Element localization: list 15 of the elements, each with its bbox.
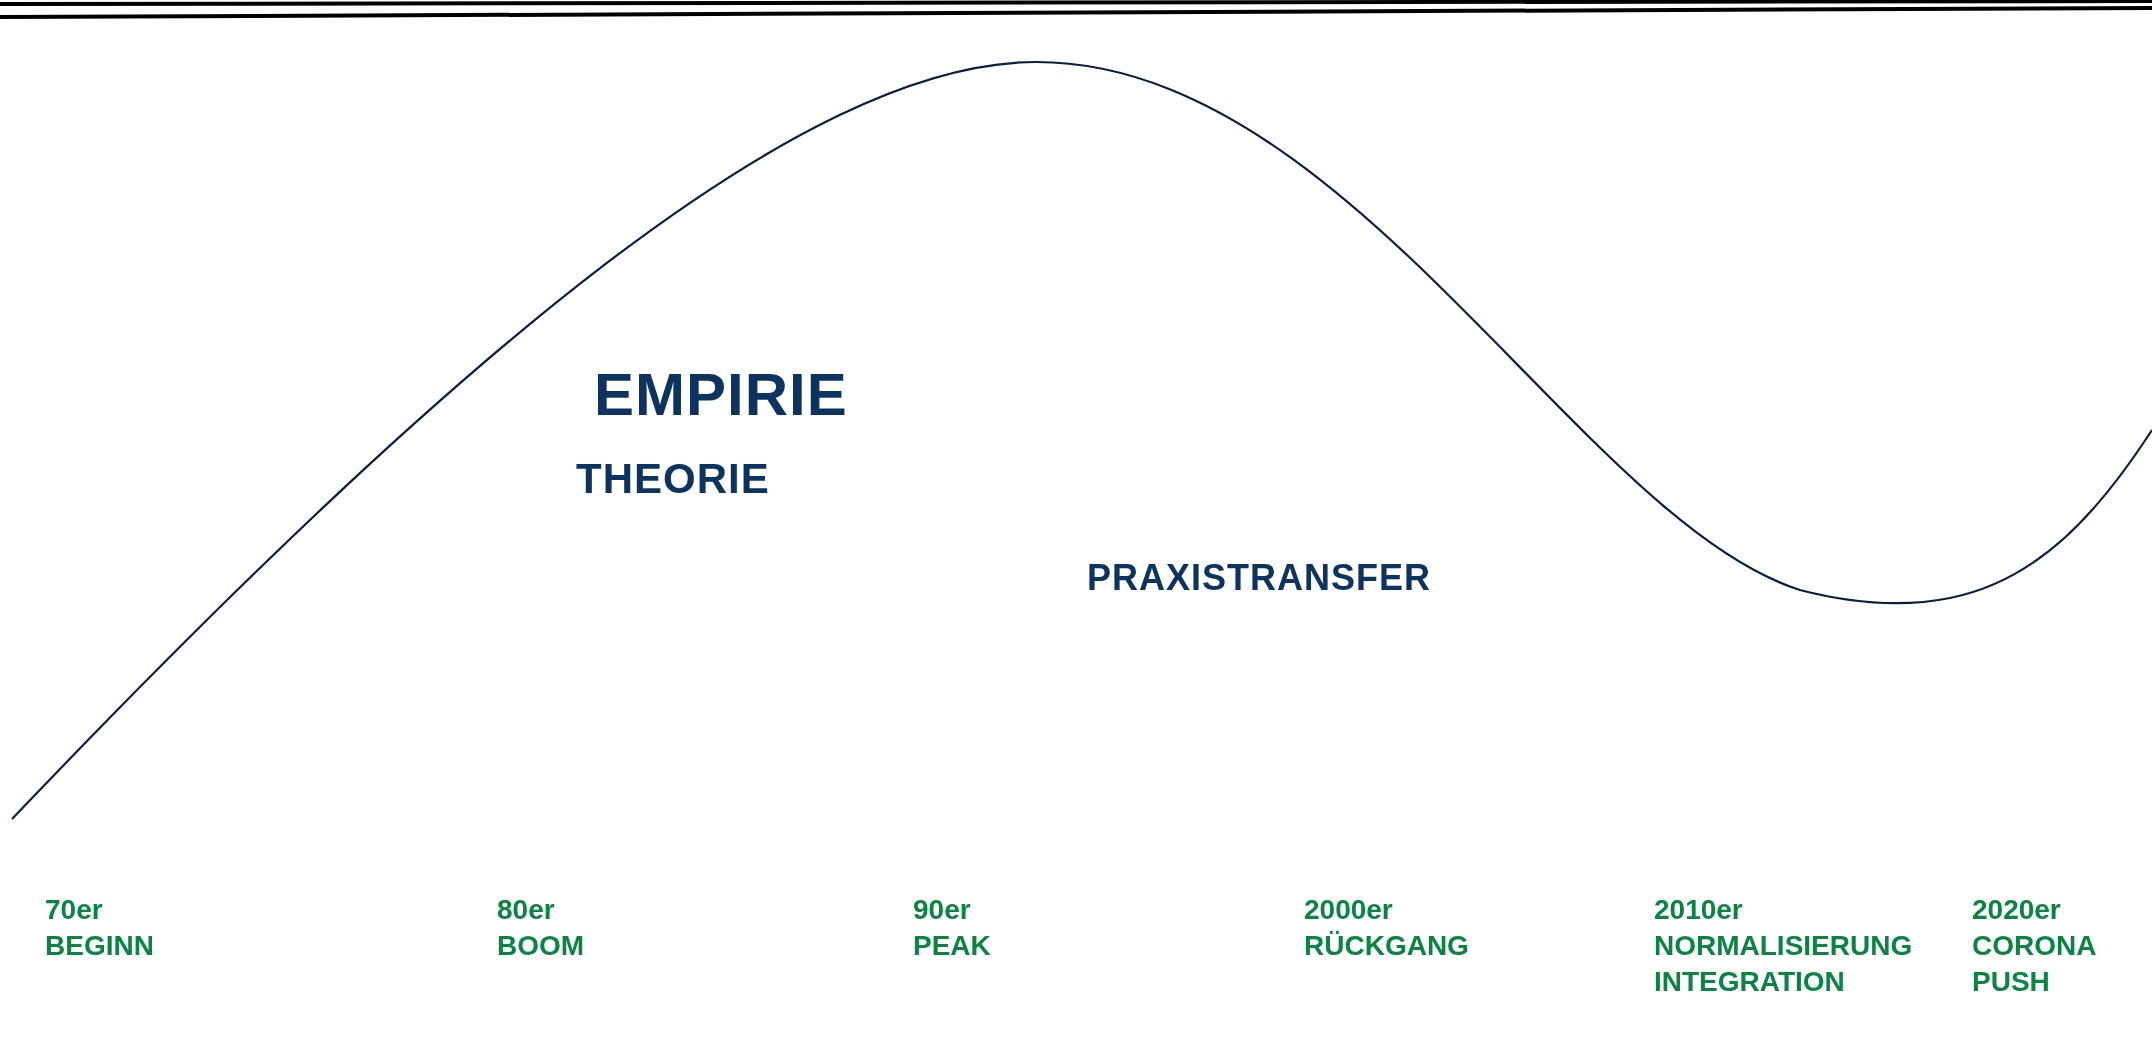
decade-label: 80er: [497, 893, 556, 927]
phase-name: BEGINN: [45, 929, 154, 963]
phase-name: CORONA PUSH: [1972, 929, 2096, 999]
decade-label: 2010er: [1654, 893, 1744, 927]
phase-name: NORMALISIERUNG INTEGRATION: [1654, 929, 1913, 999]
decade-label: 90er: [913, 893, 972, 927]
phase-name: PEAK: [913, 929, 991, 963]
phase-name: BOOM: [497, 929, 585, 963]
phase-heading: EMPIRIE: [594, 362, 848, 428]
phase-name: RÜCKGANG: [1304, 929, 1469, 963]
phase-heading: THEORIE: [576, 456, 770, 503]
phase-heading: PRAXISTRANSFER: [1087, 558, 1432, 598]
decade-label: 2020er: [1972, 893, 2062, 927]
decade-label: 70er: [45, 893, 104, 927]
decade-label: 2000er: [1304, 893, 1394, 927]
